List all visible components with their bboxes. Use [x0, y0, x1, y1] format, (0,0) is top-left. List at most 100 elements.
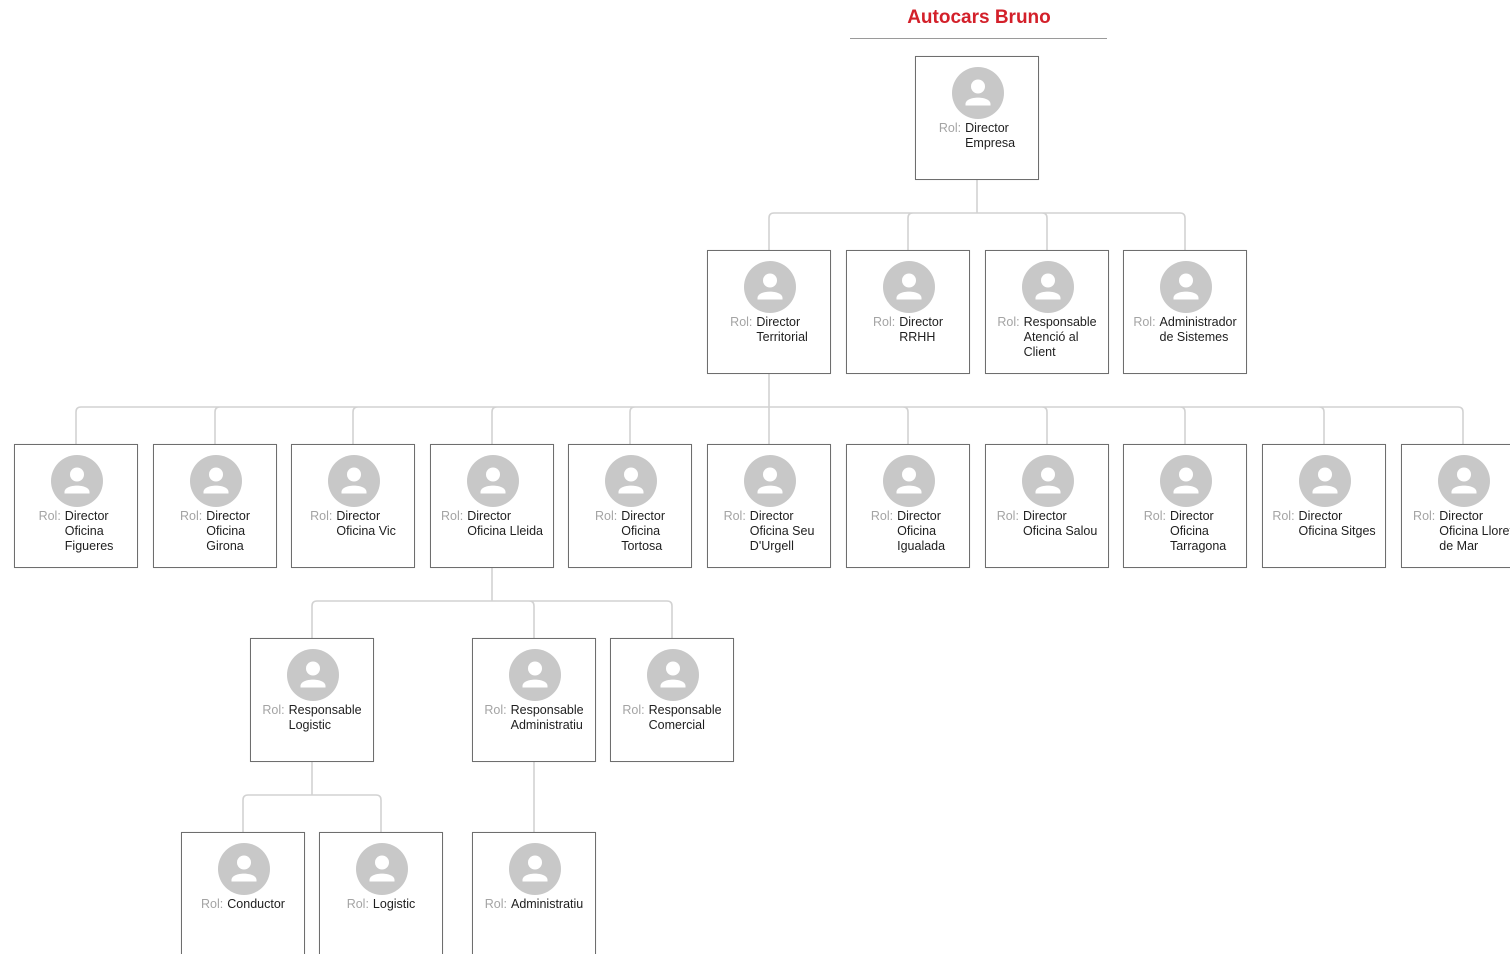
node-oficina-figueres[interactable]: Rol:Director Oficina Figueres — [14, 444, 138, 568]
node-logistic[interactable]: Rol:Logistic — [319, 832, 443, 954]
role-prefix: Rol: — [723, 509, 746, 523]
role-prefix: Rol: — [346, 897, 369, 911]
role-text: Director Oficina Girona — [206, 509, 250, 553]
role-label: Rol:Director Territorial — [708, 315, 830, 345]
role-prefix: Rol: — [484, 703, 507, 717]
role-prefix: Rol: — [730, 315, 753, 329]
role-prefix: Rol: — [38, 509, 61, 523]
role-prefix: Rol: — [310, 509, 333, 523]
node-oficina-igualada[interactable]: Rol:Director Oficina Igualada — [846, 444, 970, 568]
role-label: Rol:Director Oficina Seu D'Urgell — [708, 509, 830, 554]
node-oficina-seu-urgell[interactable]: Rol:Director Oficina Seu D'Urgell — [707, 444, 831, 568]
role-prefix: Rol: — [595, 509, 618, 523]
role-label: Rol:Director Oficina Tarragona — [1124, 509, 1246, 554]
node-responsable-atencio-client[interactable]: Rol:Responsable Atenció al Client — [985, 250, 1109, 374]
node-director-rrhh[interactable]: Rol:Director RRHH — [846, 250, 970, 374]
role-prefix: Rol: — [1272, 509, 1295, 523]
connector-responsable_logistic — [242, 762, 382, 832]
user-avatar-icon — [1160, 261, 1212, 313]
user-avatar-icon — [1299, 455, 1351, 507]
role-text: Director Oficina Tortosa — [621, 509, 665, 553]
role-prefix: Rol: — [996, 509, 1019, 523]
role-text: Director Oficina Lloret de Mar — [1439, 509, 1510, 553]
node-director-empresa[interactable]: Rol:Director Empresa — [915, 56, 1039, 180]
user-avatar-icon — [605, 455, 657, 507]
user-avatar-icon — [509, 843, 561, 895]
role-text: Director Oficina Vic — [336, 509, 396, 538]
node-conductor[interactable]: Rol:Conductor — [181, 832, 305, 954]
role-label: Rol:Responsable Logistic — [251, 703, 373, 733]
user-avatar-icon — [190, 455, 242, 507]
role-label: Rol:Director Oficina Lleida — [431, 509, 553, 539]
node-oficina-lleida[interactable]: Rol:Director Oficina Lleida — [430, 444, 554, 568]
user-avatar-icon — [287, 649, 339, 701]
node-administrador-sistemes[interactable]: Rol:Administrador de Sistemes — [1123, 250, 1247, 374]
role-text: Director Oficina Igualada — [897, 509, 946, 553]
role-label: Rol:Administratiu — [473, 897, 595, 912]
node-oficina-tarragona[interactable]: Rol:Director Oficina Tarragona — [1123, 444, 1247, 568]
role-text: Director Oficina Figueres — [64, 509, 114, 553]
role-prefix: Rol: — [484, 897, 507, 911]
role-label: Rol:Director Oficina Figueres — [15, 509, 137, 554]
user-avatar-icon — [952, 67, 1004, 119]
node-oficina-vic[interactable]: Rol:Director Oficina Vic — [291, 444, 415, 568]
role-label: Rol:Director Oficina Girona — [154, 509, 276, 554]
user-avatar-icon — [218, 843, 270, 895]
role-text: Director Oficina Lleida — [467, 509, 543, 538]
role-text: Logistic — [372, 897, 416, 911]
node-oficina-tortosa[interactable]: Rol:Director Oficina Tortosa — [568, 444, 692, 568]
role-prefix: Rol: — [873, 315, 896, 329]
chart-title: Autocars Bruno — [907, 7, 1051, 28]
role-prefix: Rol: — [441, 509, 464, 523]
role-prefix: Rol: — [622, 703, 645, 717]
node-responsable-logistic[interactable]: Rol:Responsable Logistic — [250, 638, 374, 762]
user-avatar-icon — [744, 455, 796, 507]
role-text: Director Oficina Seu D'Urgell — [749, 509, 815, 553]
user-avatar-icon — [1438, 455, 1490, 507]
title-underline — [850, 38, 1107, 39]
role-label: Rol:Conductor — [182, 897, 304, 912]
node-responsable-comercial[interactable]: Rol:Responsable Comercial — [610, 638, 734, 762]
user-avatar-icon — [883, 261, 935, 313]
user-avatar-icon — [647, 649, 699, 701]
node-oficina-sitges[interactable]: Rol:Director Oficina Sitges — [1262, 444, 1386, 568]
node-oficina-lloret[interactable]: Rol:Director Oficina Lloret de Mar — [1401, 444, 1510, 568]
user-avatar-icon — [509, 649, 561, 701]
connector-oficina_lleida — [311, 568, 673, 638]
role-prefix: Rol: — [938, 121, 962, 135]
user-avatar-icon — [883, 455, 935, 507]
role-prefix: Rol: — [180, 509, 203, 523]
role-text: Responsable Atenció al Client — [1023, 315, 1097, 359]
role-label: Rol:Director Oficina Salou — [986, 509, 1108, 539]
role-text: Director Oficina Salou — [1022, 509, 1098, 538]
role-text: Responsable Logistic — [288, 703, 362, 732]
role-text: Administratiu — [510, 897, 584, 911]
connector-director_empresa — [768, 180, 1186, 250]
role-text: Responsable Comercial — [648, 703, 722, 732]
role-label: Rol:Responsable Atenció al Client — [986, 315, 1108, 360]
node-administratiu[interactable]: Rol:Administratiu — [472, 832, 596, 954]
user-avatar-icon — [1160, 455, 1212, 507]
role-label: Rol:Director Empresa — [916, 121, 1038, 151]
role-text: Conductor — [227, 897, 285, 911]
role-label: Rol:Director Oficina Tortosa — [569, 509, 691, 554]
role-prefix: Rol: — [997, 315, 1020, 329]
role-label: Rol:Director Oficina Vic — [292, 509, 414, 539]
role-prefix: Rol: — [1133, 315, 1156, 329]
node-responsable-administratiu[interactable]: Rol:Responsable Administratiu — [472, 638, 596, 762]
role-text: Director Territorial — [756, 315, 808, 344]
node-director-territorial[interactable]: Rol:Director Territorial — [707, 250, 831, 374]
role-text: Director Oficina Sitges — [1298, 509, 1376, 538]
role-label: Rol:Director Oficina Igualada — [847, 509, 969, 554]
role-label: Rol:Responsable Comercial — [611, 703, 733, 733]
role-text: Director Empresa — [965, 121, 1016, 150]
connector-director_territorial — [75, 374, 1464, 444]
user-avatar-icon — [356, 843, 408, 895]
role-text: Responsable Administratiu — [510, 703, 584, 732]
node-oficina-girona[interactable]: Rol:Director Oficina Girona — [153, 444, 277, 568]
role-text: Director Oficina Tarragona — [1169, 509, 1227, 553]
role-prefix: Rol: — [870, 509, 894, 523]
node-oficina-salou[interactable]: Rol:Director Oficina Salou — [985, 444, 1109, 568]
role-label: Rol:Director Oficina Sitges — [1263, 509, 1385, 539]
